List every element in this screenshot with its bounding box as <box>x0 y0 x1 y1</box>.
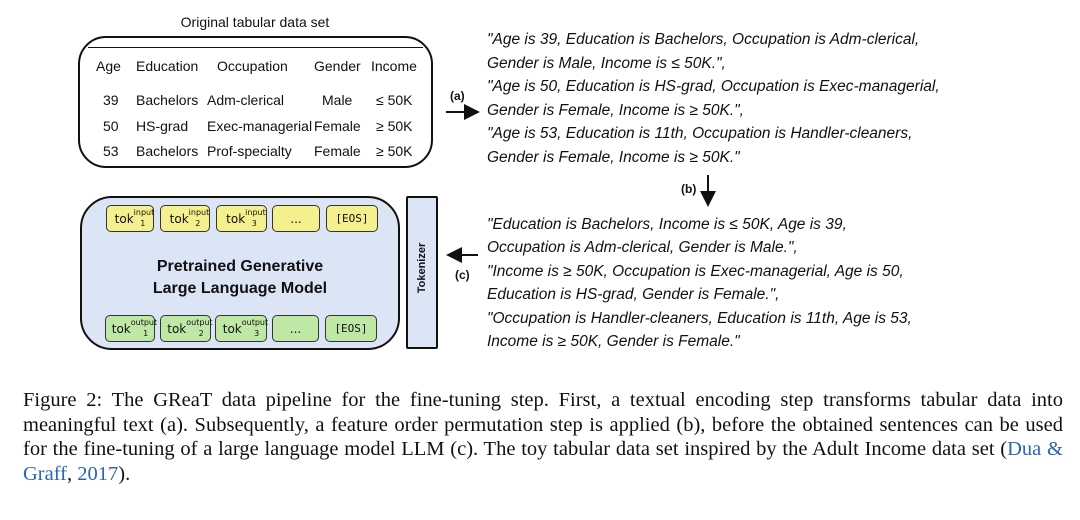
encoded-text-line: "Age is 53, Education is 11th, Occupatio… <box>487 125 913 142</box>
table-cell: Prof-specialty <box>207 143 292 159</box>
table-cell: Adm-clerical <box>207 92 285 108</box>
table-cell: 50 <box>103 118 119 134</box>
table-cell: Bachelors <box>136 92 199 108</box>
table-header-education: Education <box>136 58 199 74</box>
figure-caption: Figure 2: The GReaT data pipeline for th… <box>23 388 1063 486</box>
table-panel <box>78 36 433 168</box>
table-header-rule <box>88 47 423 48</box>
input-token-eos: [EOS] <box>326 205 378 232</box>
permuted-text-line: "Occupation is Handler-cleaners, Educati… <box>487 310 912 327</box>
table-cell: Female <box>314 143 361 159</box>
permuted-text-line: Education is HS-grad, Gender is Female."… <box>487 286 780 303</box>
citation-separator: , <box>67 462 78 485</box>
table-title: Original tabular data set <box>180 14 330 30</box>
citation-link-year[interactable]: 2017 <box>77 462 119 485</box>
table-header-age: Age <box>96 58 121 74</box>
permuted-text-line: "Income is ≥ 50K, Occupation is Exec-man… <box>487 263 904 280</box>
llm-title-line-1: Pretrained Generative <box>156 258 324 275</box>
arrows-layer <box>446 104 716 263</box>
table-cell: Exec-managerial <box>207 118 313 134</box>
output-token-eos: [EOS] <box>325 315 377 342</box>
llm-title: Pretrained Generative Large Language Mod… <box>80 256 400 300</box>
table-cell: ≥ 50K <box>376 118 413 134</box>
table-cell: Bachelors <box>136 143 199 159</box>
table-cell: ≥ 50K <box>376 143 413 159</box>
output-token-ellipsis: ... <box>272 315 319 342</box>
table-cell: HS-grad <box>136 118 189 134</box>
table-cell: Female <box>314 118 361 134</box>
llm-title-line-2: Large Language Model <box>152 280 328 297</box>
citation-link-authors[interactable]: Dua & Graff <box>23 438 1063 485</box>
encoded-text-line: "Age is 39, Education is Bachelors, Occu… <box>487 31 920 48</box>
tokenizer-label: Tokenizer <box>416 242 428 294</box>
encoded-text-line: Gender is Female, Income is ≥ 50K." <box>487 149 740 166</box>
encoded-text-line: Gender is Male, Income is ≤ 50K.", <box>487 55 726 72</box>
encoded-text-line: "Age is 50, Education is HS-grad, Occupa… <box>487 78 940 95</box>
step-label-b: (b) <box>681 182 697 196</box>
table-cell: Male <box>322 92 353 108</box>
permuted-text-line: Income is ≥ 50K, Gender is Female." <box>487 333 740 350</box>
table-cell: ≤ 50K <box>376 92 413 108</box>
input-token-ellipsis: ... <box>272 205 320 232</box>
table-header-income: Income <box>371 58 417 74</box>
caption-text: Figure 2: The GReaT data pipeline for th… <box>23 389 1063 460</box>
caption-end: ). <box>118 462 131 485</box>
table-cell: 53 <box>103 143 119 159</box>
table-cell: 39 <box>103 92 119 108</box>
encoded-text-line: Gender is Female, Income is ≥ 50K.", <box>487 102 744 119</box>
step-label-a: (a) <box>450 89 465 103</box>
tokenizer-box <box>406 196 438 349</box>
table-header-occupation: Occupation <box>217 58 288 74</box>
table-header-gender: Gender <box>314 58 361 74</box>
permuted-text-line: "Education is Bachelors, Income is ≤ 50K… <box>487 216 847 233</box>
step-label-c: (c) <box>455 268 470 282</box>
permuted-text-line: Occupation is Adm-clerical, Gender is Ma… <box>487 239 798 256</box>
